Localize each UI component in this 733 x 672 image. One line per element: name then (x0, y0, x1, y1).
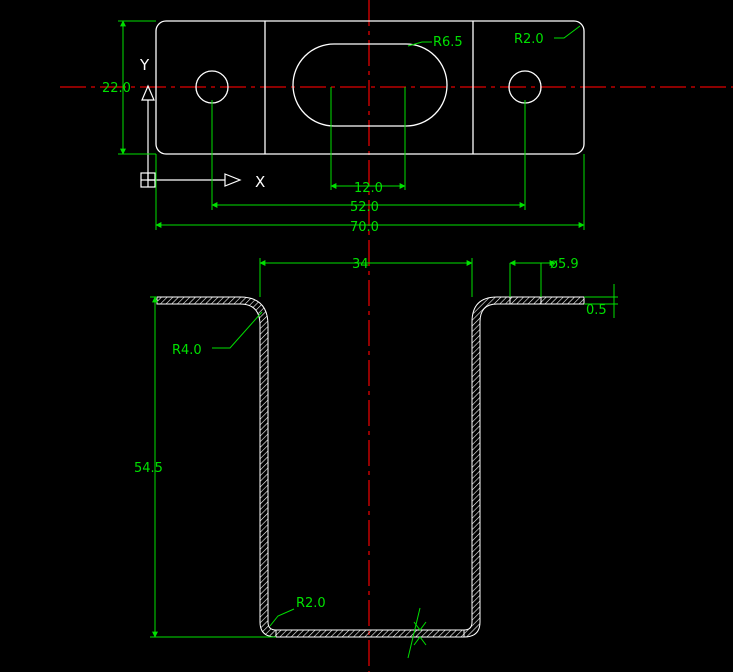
dim-hole-diameter: ø5.9 (550, 257, 579, 272)
top-view-dimensions (118, 20, 585, 230)
dim-54-5: 54.5 (134, 461, 163, 476)
section-bottom (275, 629, 465, 638)
leader-r2-0-bottom (269, 608, 295, 627)
radius-r4-0: R4.0 (172, 343, 202, 358)
radius-r6-5: R6.5 (433, 35, 463, 50)
ucs-y-label: Y (139, 56, 150, 74)
dim-22: 22.0 (102, 81, 131, 96)
top-view (155, 20, 585, 155)
centerlines (60, 0, 733, 672)
ucs-icon (140, 84, 242, 188)
radius-r2-0-bottom: R2.0 (296, 596, 326, 611)
ucs-x-label: X (255, 173, 265, 191)
dim-34: 34 (352, 257, 369, 272)
dim-52: 52.0 (350, 200, 379, 215)
section-flange-right (463, 296, 585, 638)
dim-thickness: 0.5 (586, 303, 607, 318)
leader-r6-5 (407, 41, 432, 47)
plate-outline (155, 20, 585, 155)
leader-r4-0 (212, 311, 263, 349)
leader-r2-0-top (554, 25, 581, 39)
dim-12: 12.0 (354, 181, 383, 196)
front-view-dimensions (150, 258, 618, 659)
dim-70: 70.0 (350, 220, 379, 235)
radius-r2-0-top: R2.0 (514, 32, 544, 47)
center-slot (292, 43, 448, 127)
front-view (156, 296, 585, 638)
